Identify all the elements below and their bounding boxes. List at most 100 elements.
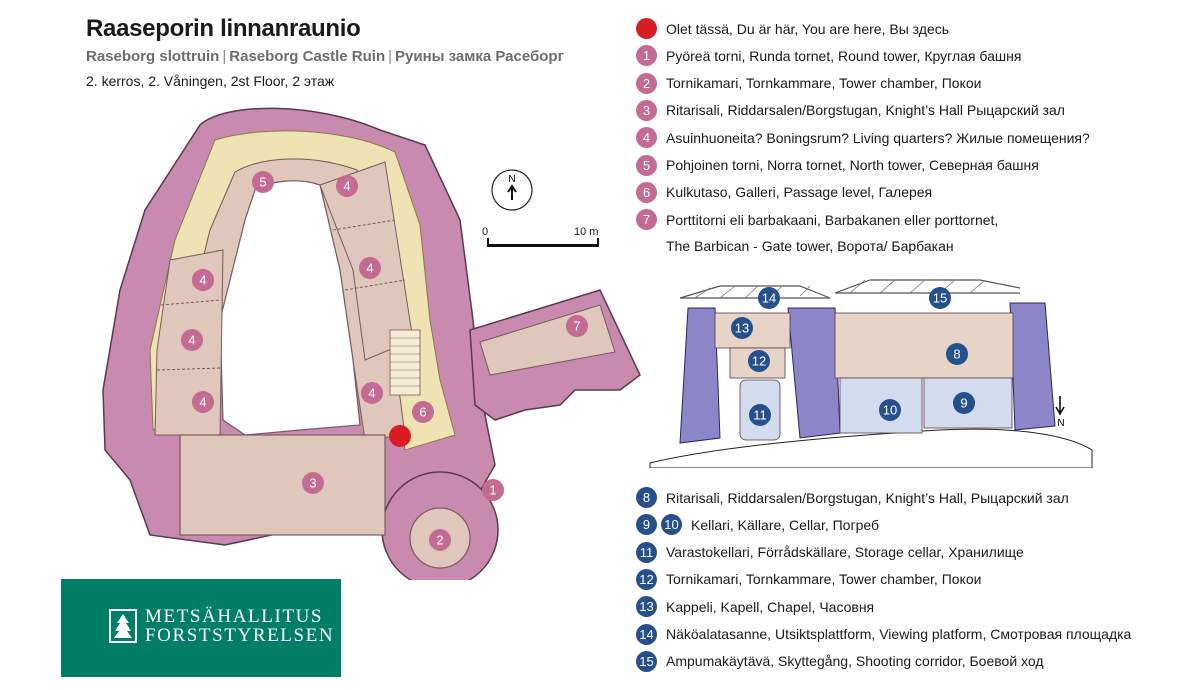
svg-text:11: 11 xyxy=(753,408,767,423)
legend-text: Pyöreä torni, Runda tornet, Round tower,… xyxy=(666,47,1022,64)
scale-end-label: 10 m xyxy=(574,226,599,238)
castle-cross-section: N 14 15 13 12 8 11 10 9 xyxy=(649,279,1093,468)
svg-text:8: 8 xyxy=(953,347,960,362)
subtitle-separator: | xyxy=(222,48,227,65)
scale-start-label: 0 xyxy=(482,226,489,238)
legend-badge-5: 5 xyxy=(636,154,657,176)
svg-text:4: 4 xyxy=(368,386,375,401)
section-marker-10: 10 xyxy=(879,399,901,421)
legend-badge-4: 4 xyxy=(636,127,657,149)
svg-text:15: 15 xyxy=(933,291,947,306)
legend-text: Kulkutaso, Galleri, Passage level, Галер… xyxy=(666,184,933,201)
legend-floor-plan: Olet tässä, Du är här, You are here, Вы … xyxy=(636,18,1196,268)
legend-entry: 11 Varastokellari, Förrådskällare, Storag… xyxy=(636,541,1024,563)
svg-text:4: 4 xyxy=(343,179,350,194)
svg-text:1: 1 xyxy=(489,483,496,498)
subtitle-swedish: Raseborg slottruin xyxy=(86,48,220,65)
legend-entry: 2 Tornikamari, Tornkammare, Tower chamber… xyxy=(636,72,982,94)
legend-text: Tornikamari, Tornkammare, Tower chamber,… xyxy=(666,571,982,588)
room-marker-4-living-quarters: 4 xyxy=(192,269,214,291)
legend-text: Pohjoinen torni, Norra tornet, North tow… xyxy=(666,157,1039,173)
legend-badge-3: 3 xyxy=(636,99,657,121)
section-marker-13: 13 xyxy=(731,317,753,339)
svg-text:4: 4 xyxy=(199,395,206,410)
section-marker-8: 8 xyxy=(946,343,968,365)
section-north-label: N xyxy=(1057,418,1064,429)
room-marker-4-living-quarters: 4 xyxy=(336,175,358,197)
logo-line-1: METSÄHALLITUS xyxy=(145,606,324,627)
room-marker-7-barbican: 7 xyxy=(566,315,588,337)
legend-badge-1: 1 xyxy=(636,45,657,67)
legend-text: Näköalatasanne, Utsiktsplattform, Viewin… xyxy=(666,626,1132,642)
legend-text: Ampumakäytävä, Skyttegång, Shooting corr… xyxy=(666,653,1044,670)
legend-badge-8: 8 xyxy=(636,487,657,508)
room-marker-2-tower-chamber: 2 xyxy=(429,529,451,551)
legend-text: Tornikamari, Tornkammare, Tower chamber,… xyxy=(666,75,982,92)
legend-text: Asuinhuoneita? Boningsrum? Living quarte… xyxy=(666,129,1090,146)
compass-icon: N xyxy=(491,169,533,211)
svg-text:4: 4 xyxy=(366,261,373,276)
room-marker-4-living-quarters: 4 xyxy=(192,391,214,413)
legend-text: Varastokellari, Förrådskällare, Storage … xyxy=(666,544,1024,561)
legend-entry: 1 Pyöreä torni, Runda tornet, Round tower… xyxy=(636,45,1022,67)
knights-hall xyxy=(179,434,386,536)
castle-floor-plan: 1234444444567 xyxy=(102,107,641,580)
legend-badge-2: 2 xyxy=(636,72,657,94)
legend-text: The Barbican - Gate tower, Ворота/ Барба… xyxy=(666,238,954,255)
room-marker-4-living-quarters: 4 xyxy=(359,257,381,279)
interior xyxy=(149,130,616,569)
section-marker-9: 9 xyxy=(953,392,975,414)
section-marker-11: 11 xyxy=(749,404,771,426)
room-marker-5-north-tower: 5 xyxy=(252,171,274,193)
legend-badge-10: 10 xyxy=(661,514,682,536)
you-are-here-icon xyxy=(636,18,657,39)
svg-text:4: 4 xyxy=(188,333,195,348)
legend-badge-6: 6 xyxy=(636,181,657,203)
svg-text:6: 6 xyxy=(419,405,426,420)
metsahallitus-logo: METSÄHALLITUS FORSTSTYRELSEN xyxy=(61,579,341,677)
logo-line-2: FORSTSTYRELSEN xyxy=(145,625,335,646)
legend-text: Kappeli, Kapell, Chapel, Часовня xyxy=(666,598,875,615)
section-markers: 14 15 13 12 8 11 10 9 xyxy=(731,287,975,426)
svg-text:12: 12 xyxy=(752,354,766,369)
svg-text:5: 5 xyxy=(259,175,266,190)
section-marker-14: 14 xyxy=(758,287,780,309)
legend-text: Porttitorni eli barbakaani, Barbakanen e… xyxy=(666,211,999,228)
page-subtitle: Raseborg slottruin|Raseborg Castle Ruin|… xyxy=(86,46,564,68)
svg-text:13: 13 xyxy=(735,321,749,336)
tree-logo-icon xyxy=(109,609,137,643)
subtitle-russian: Руины замка Расеборг xyxy=(395,48,564,65)
legend-badge-11: 11 xyxy=(636,541,657,563)
map-header: Raaseporin linnanraunio Raseborg slottru… xyxy=(86,14,564,92)
legend-entry: 4 Asuinhuoneita? Boningsrum? Living quart… xyxy=(636,127,1090,149)
page-title: Raaseporin linnanraunio xyxy=(86,15,361,42)
room-marker-6-passage-level: 6 xyxy=(412,401,434,423)
svg-text:2: 2 xyxy=(436,533,443,548)
legend-badge-15: 15 xyxy=(636,650,657,672)
svg-text:9: 9 xyxy=(960,396,967,411)
room-marker-4-living-quarters: 4 xyxy=(181,329,203,351)
legend-entry: 14 Näköalatasanne, Utsiktsplattform, View… xyxy=(636,623,1132,645)
north-arrow-icon xyxy=(1055,396,1065,416)
room-marker-1-round-tower: 1 xyxy=(482,479,504,501)
compass-label: N xyxy=(508,174,515,185)
svg-text:3: 3 xyxy=(309,476,316,491)
section-left-wall xyxy=(679,307,721,444)
room-markers: 1234444444567 xyxy=(181,171,588,551)
legend-entry: 12 Tornikamari, Tornkammare, Tower chambe… xyxy=(636,568,982,590)
legend-badge-12: 12 xyxy=(636,568,657,590)
legend-text: Kellari, Källare, Cellar, Погреб xyxy=(691,516,880,533)
legend-badge-7: 7 xyxy=(636,209,657,231)
legend-entry: 15 Ampumakäytävä, Skyttegång, Shooting co… xyxy=(636,650,1044,672)
svg-text:7: 7 xyxy=(573,319,580,334)
legend-entry: Olet tässä, Du är här, You are here, Вы … xyxy=(636,18,949,39)
legend-badge-14: 14 xyxy=(636,623,657,645)
section-marker-15: 15 xyxy=(929,287,951,309)
room-marker-3-knights-hall: 3 xyxy=(302,472,324,494)
legend-text: Olet tässä, Du är här, You are here, Вы … xyxy=(666,20,950,37)
subtitle-separator: | xyxy=(388,48,393,65)
svg-text:4: 4 xyxy=(199,273,206,288)
